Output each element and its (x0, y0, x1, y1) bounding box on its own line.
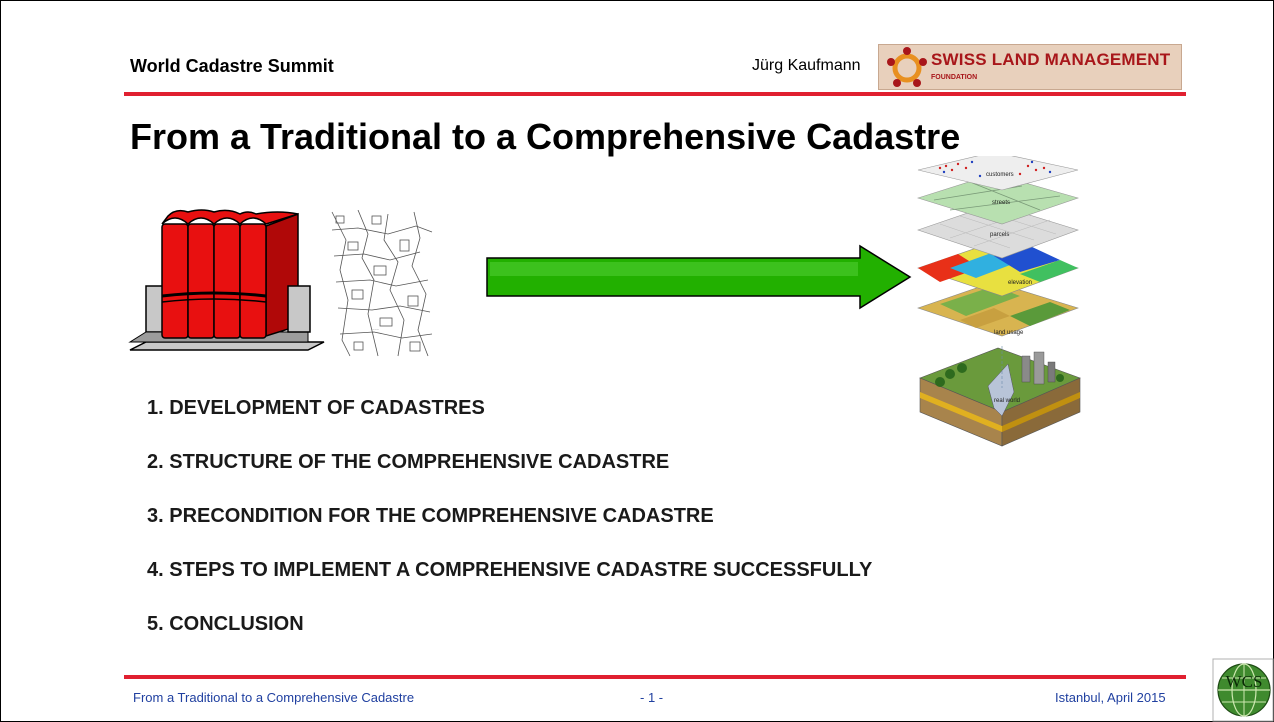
agenda-list: 1. DEVELOPMENT OF CADASTRES 2. STRUCTURE… (147, 396, 872, 666)
layer-label-streets: streets (992, 200, 1010, 206)
agenda-item: 3. PRECONDITION FOR THE COMPREHENSIVE CA… (147, 505, 714, 527)
author-name: Jürg Kaufmann (752, 57, 861, 74)
cadastral-map-illustration: ~~~ (331, 210, 433, 357)
layer-label-customers: customers (986, 172, 1014, 178)
foundation-emblem-icon (887, 47, 927, 87)
swiss-land-management-logo: SWISS LAND MANAGEMENT FOUNDATION (878, 44, 1182, 90)
transition-arrow-icon (486, 244, 912, 310)
event-name: World Cadastre Summit (130, 56, 334, 76)
footer-title: From a Traditional to a Comprehensive Ca… (133, 690, 415, 705)
logo-title: SWISS LAND MANAGEMENT (931, 50, 1171, 69)
agenda-item: 2. STRUCTURE OF THE COMPREHENSIVE CADAST… (147, 451, 670, 473)
agenda-item: 4. STEPS TO IMPLEMENT A COMPREHENSIVE CA… (147, 559, 873, 581)
layer-label-real-world: real world (994, 398, 1020, 404)
binders-illustration (128, 209, 325, 351)
agenda-item: 1. DEVELOPMENT OF CADASTRES (147, 397, 485, 419)
gis-layers-illustration: real world land usage elevation parcels … (916, 156, 1081, 447)
svg-text:~~~: ~~~ (372, 327, 380, 332)
logo-subtitle: FOUNDATION (931, 74, 978, 81)
footer-location-date: Istanbul, April 2015 (1055, 690, 1166, 705)
layer-label-parcels: parcels (990, 232, 1009, 238)
footer-rule (124, 675, 1186, 679)
page-number: - 1 - (640, 690, 664, 705)
slide-title: From a Traditional to a Comprehensive Ca… (130, 116, 961, 157)
header-rule (124, 92, 1186, 96)
wcs-badge-text: WCS (1226, 672, 1263, 691)
layer-label-land-usage: land usage (994, 330, 1024, 336)
layer-label-elevation: elevation (1008, 280, 1032, 286)
wcs-globe-logo: WCS (1212, 658, 1274, 722)
agenda-item: 5. CONCLUSION (147, 613, 304, 635)
